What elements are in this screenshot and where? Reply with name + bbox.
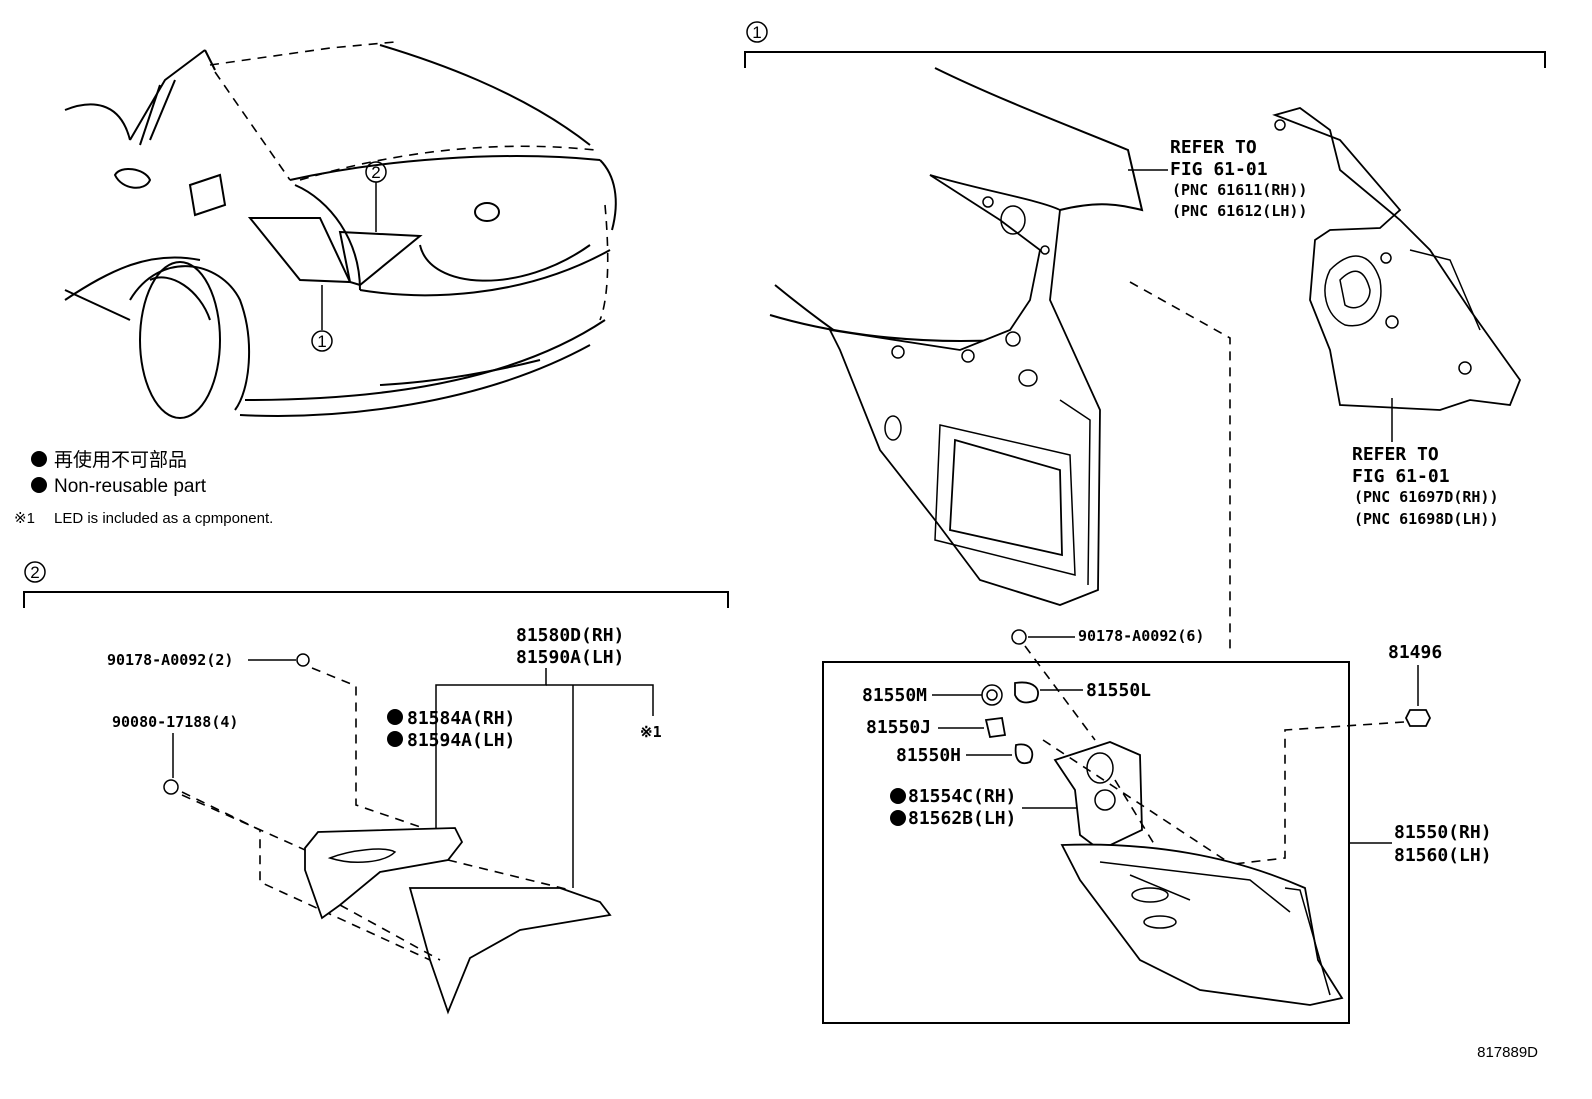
non-reusable-dot-icon (31, 477, 47, 493)
socket-81550m: 81550M (862, 684, 1003, 706)
socket-icon (984, 717, 1007, 738)
lamp-assembly-box (822, 661, 1350, 1024)
legend: 再使用不可部品 Non-reusable part ※1 LED is incl… (14, 449, 273, 527)
screw-icon (1404, 709, 1432, 727)
label-bolt-90178-2: 90178-A0092(2) (107, 651, 233, 669)
socket-81550j: 81550J (866, 717, 1007, 738)
svg-text:2: 2 (371, 163, 380, 182)
section-one-header: 1 (744, 21, 1546, 68)
label-gasket-lh: 81594A(LH) (407, 730, 515, 751)
refer-b-label: REFER TO FIG 61-01 (PNC 61697D(RH)) (PNC… (1352, 398, 1499, 528)
non-reusable-dot-icon (890, 788, 906, 804)
svg-text:81560(LH): 81560(LH) (1394, 845, 1492, 866)
svg-text:(PNC 61698D(LH)): (PNC 61698D(LH)) (1354, 510, 1499, 528)
car-overview-illustration (64, 41, 617, 419)
non-reusable-dot-icon (387, 731, 403, 747)
svg-text:81554C(RH): 81554C(RH) (908, 786, 1016, 807)
svg-text:1: 1 (752, 23, 761, 42)
gasket-81554c: 81554C(RH) 81562B(LH) (890, 741, 1143, 852)
svg-text:REFER TO: REFER TO (1352, 444, 1439, 465)
section-two-parts: 90178-A0092(2) 90080-17188(4) 81580D(RH)… (107, 625, 662, 1015)
quarter-panel-illustration (769, 67, 1144, 606)
svg-text:2: 2 (30, 563, 39, 582)
svg-text:81550H: 81550H (896, 745, 961, 766)
note-text: LED is included as a cpmponent. (54, 510, 273, 527)
svg-text:FIG 61-01: FIG 61-01 (1170, 159, 1268, 180)
callout-two-overview: 2 (365, 161, 387, 183)
svg-text:81496: 81496 (1388, 642, 1442, 663)
label-gasket-rh: 81584A(RH) (407, 708, 515, 729)
figure-id: 817889D (1477, 1044, 1538, 1061)
bolt-icon (1011, 629, 1027, 645)
svg-text:1: 1 (317, 332, 326, 351)
svg-text:81550J: 81550J (866, 717, 931, 738)
svg-text:FIG 61-01: FIG 61-01 (1352, 466, 1450, 487)
clip-icon (163, 779, 179, 795)
svg-text:(PNC 61697D(RH)): (PNC 61697D(RH)) (1354, 488, 1499, 506)
non-reusable-dot-icon (387, 709, 403, 725)
refer-a-label: REFER TO FIG 61-01 (PNC 61611(RH)) (PNC … (1128, 137, 1307, 220)
note-mark: ※1 (14, 510, 35, 527)
legend-jp-text: 再使用不可部品 (54, 449, 187, 471)
gasket-plate (304, 827, 464, 920)
svg-text:(PNC 61612(LH)): (PNC 61612(LH)) (1172, 202, 1307, 220)
label-lamp-rh: 81580D(RH) (516, 625, 624, 646)
non-reusable-dot-icon (31, 451, 47, 467)
socket-icon (981, 684, 1003, 706)
svg-text:(PNC 61611(RH)): (PNC 61611(RH)) (1172, 181, 1307, 199)
label-clip-90080: 90080-17188(4) (112, 713, 238, 731)
label-lamp-81550: 81550(RH) 81560(LH) (1350, 822, 1492, 866)
label-note-ref: ※1 (640, 723, 662, 741)
svg-text:81550(RH): 81550(RH) (1394, 822, 1492, 843)
socket-81550l: 81550L (1014, 680, 1151, 704)
screw-81496: 81496 (1199, 642, 1442, 869)
svg-text:81550L: 81550L (1086, 680, 1151, 701)
section-two-header: 2 (23, 561, 729, 608)
socket-81550h: 81550H (896, 743, 1034, 766)
rear-combination-lamp (1042, 739, 1344, 1006)
bolt-icon (296, 653, 310, 667)
svg-text:90178-A0092(6): 90178-A0092(6) (1078, 627, 1204, 645)
bulb-icon (1014, 681, 1039, 704)
lamp-body (408, 887, 612, 1015)
inner-panel-illustration (1272, 107, 1522, 411)
label-lamp-lh: 81590A(LH) (516, 647, 624, 668)
non-reusable-dot-icon (890, 810, 906, 826)
svg-text:REFER TO: REFER TO (1170, 137, 1257, 158)
callout-one-overview: 1 (311, 330, 333, 352)
legend-en-text: Non-reusable part (54, 476, 207, 497)
bulb-icon (1014, 743, 1034, 765)
svg-text:81562B(LH): 81562B(LH) (908, 808, 1016, 829)
svg-text:81550M: 81550M (862, 685, 927, 706)
